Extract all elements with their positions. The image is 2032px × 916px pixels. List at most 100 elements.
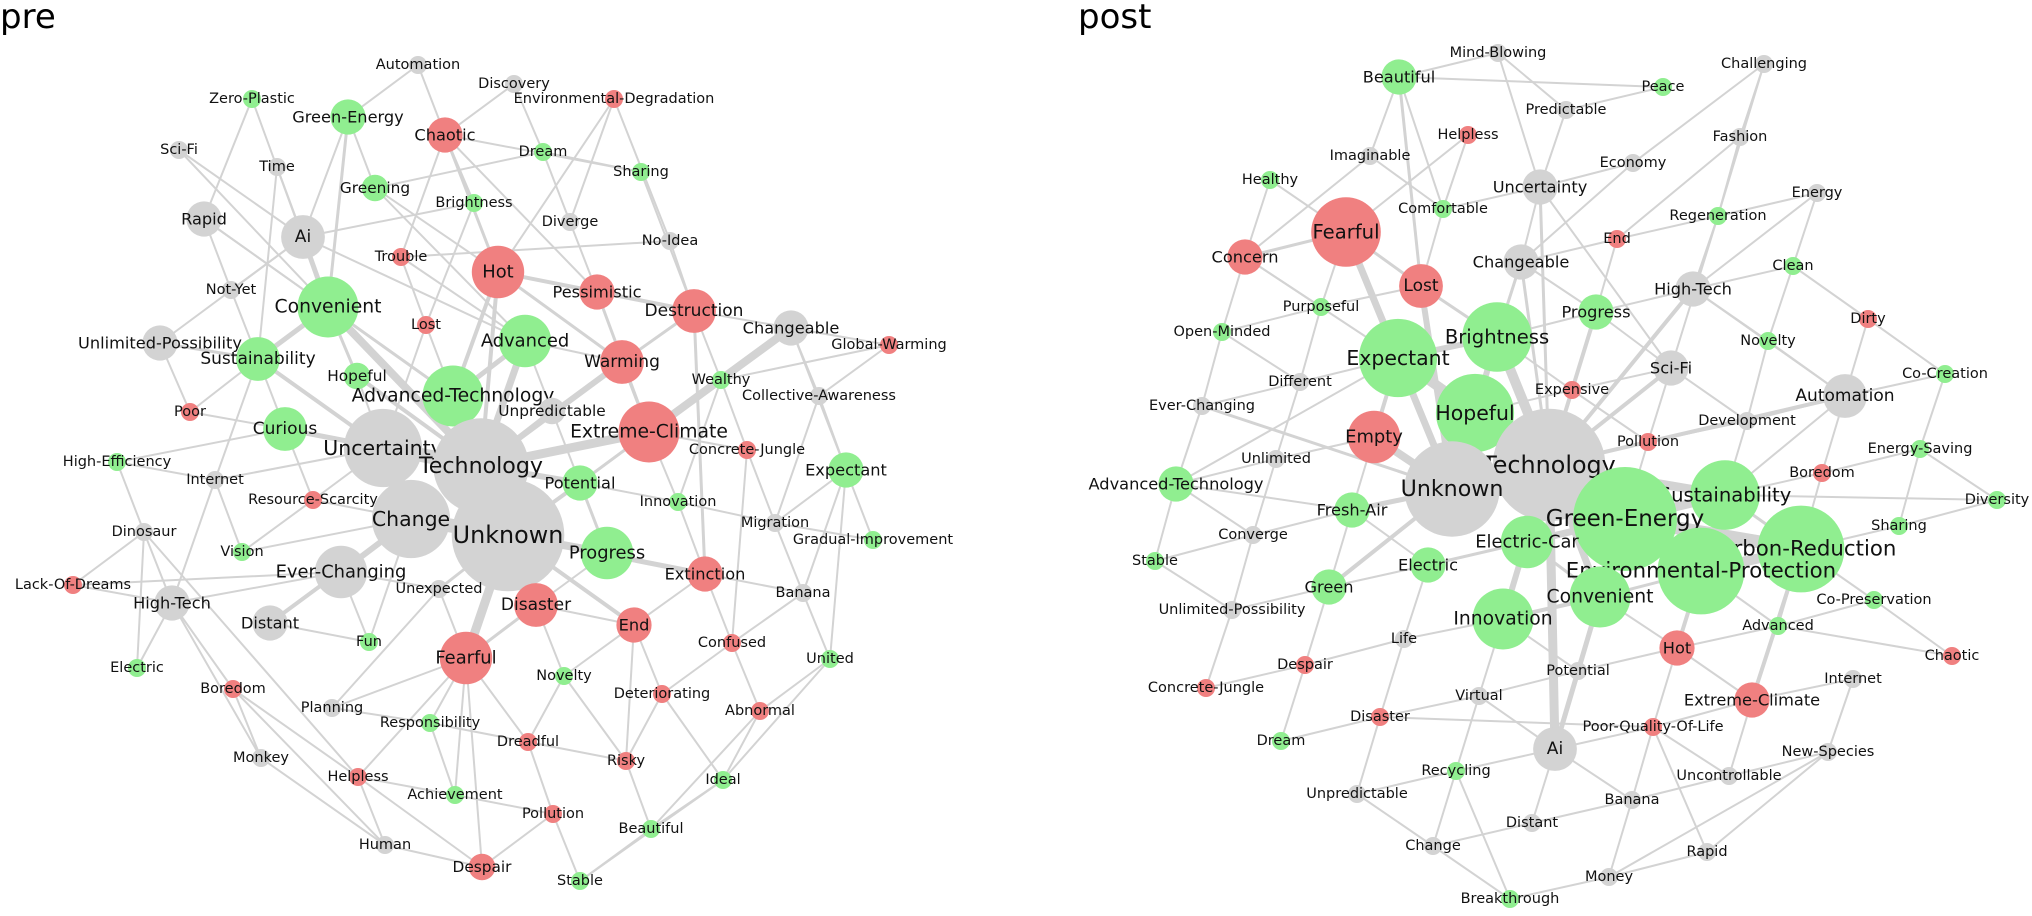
post-node-energy: Energy <box>1792 184 1843 202</box>
pre-node-circle-unexpected <box>430 580 448 598</box>
pre-node-monkey: Monkey <box>233 749 289 767</box>
pre-edge-deteriorating-risky <box>625 693 663 762</box>
post-node-circle-regeneration <box>1709 207 1727 225</box>
pre-node-global-warming: Global-Warming <box>831 336 947 354</box>
pre-node-circle-distant <box>252 605 288 641</box>
pre-node-circle-monkey <box>252 749 270 767</box>
pre-node-circle-poor <box>181 403 199 421</box>
pre-node-circle-novelty <box>555 667 573 685</box>
pre-node-circle-internet <box>206 471 224 489</box>
post-node-circle-hopeful <box>1435 373 1515 453</box>
pre-edge-chaotic-pessimistic <box>444 134 598 293</box>
pre-node-label-ever-changing: Ever-Changing <box>276 562 407 583</box>
post-node-label-electric: Electric <box>1398 556 1458 575</box>
post-edge-stable-unlimited-possibility <box>1154 560 1233 611</box>
post-edge-energy-saving-diversity <box>1919 448 1998 501</box>
post-node-hot: Hot <box>1659 630 1695 666</box>
pre-node-circle-brightness <box>465 194 483 212</box>
panel-title-pre: pre <box>0 0 56 37</box>
pre-node-label-environmental-degradation: Environmental-Degradation <box>514 91 715 107</box>
pre-node-circle-dream <box>534 143 552 161</box>
pre-edge-ever-changing-high-tech <box>171 571 342 604</box>
post-node-circle-peace <box>1654 78 1672 96</box>
pre-node-label-helpless: Helpless <box>327 769 388 785</box>
pre-node-circle-time <box>268 158 286 176</box>
pre-node-helpless: Helpless <box>327 768 389 786</box>
post-node-circle-energy-saving <box>1911 440 1929 458</box>
pre-edge-abnormal-beautiful <box>650 710 761 830</box>
post-node-circle-end <box>1608 230 1626 248</box>
post-node-circle-expensive <box>1563 381 1581 399</box>
pre-node-circle-chaotic <box>427 117 463 153</box>
post-edge-distant-change <box>1432 822 1533 847</box>
post-node-virtual: Virtual <box>1455 687 1503 705</box>
pre-node-circle-environmental-degradation <box>605 90 623 108</box>
pre-node-label-no-idea: No-Idea <box>642 233 699 249</box>
post-node-label-challenging: Challenging <box>1721 56 1807 72</box>
pre-node-progress: Progress <box>569 526 645 580</box>
pre-edge-expectant-united <box>829 469 847 660</box>
pre-node-circle-vision <box>233 543 251 561</box>
pre-node-resource-scarcity: Resource-Scarcity <box>248 491 378 509</box>
pre-node-banana: Banana <box>776 584 830 602</box>
post-node-circle-pollution <box>1639 433 1657 451</box>
post-node-circle-chaotic <box>1943 647 1961 665</box>
pre-node-label-fearful: Fearful <box>435 648 496 669</box>
post-node-label-fresh-air: Fresh-Air <box>1317 501 1388 520</box>
post-node-electric: Electric <box>1398 547 1458 583</box>
post-edge-imaginable-comfortable <box>1369 155 1444 210</box>
post-node-economy: Economy <box>1600 154 1667 172</box>
post-node-comfortable: Comfortable <box>1398 200 1488 218</box>
post-node-circle-poor-quality-of-life <box>1644 718 1662 736</box>
post-node-circle-co-preservation <box>1865 591 1883 609</box>
pre-node-label-innovation: Innovation <box>640 494 717 510</box>
post-node-circle-distant <box>1523 814 1541 832</box>
post-node-label-unknown: Unknown <box>1401 476 1504 502</box>
post-node-label-uncontrollable: Uncontrollable <box>1676 768 1781 784</box>
pre-node-circle-risky <box>617 752 635 770</box>
post-node-label-banana: Banana <box>1605 792 1660 808</box>
pre-node-label-vision: Vision <box>220 544 263 560</box>
pre-node-circle-convenient <box>297 276 359 338</box>
pre-node-label-planning: Planning <box>301 700 363 716</box>
post-node-label-lost: Lost <box>1403 276 1438 296</box>
pre-node-circle-diverge <box>561 213 579 231</box>
pre-node-circle-ai <box>281 215 325 259</box>
post-node-circle-mind-blowing <box>1489 44 1507 62</box>
pre-node-pessimistic: Pessimistic <box>553 274 641 310</box>
pre-node-circle-migration <box>766 514 784 532</box>
pre-node-label-discovery: Discovery <box>478 76 550 92</box>
pre-node-circle-green-energy <box>330 99 366 135</box>
pre-edge-dreadful-pollution <box>527 741 554 815</box>
pre-node-label-trouble: Trouble <box>374 249 428 265</box>
pre-node-label-warming: Warming <box>584 352 660 372</box>
pre-node-label-deteriorating: Deteriorating <box>614 686 711 702</box>
pre-node-circle-dreadful <box>519 733 537 751</box>
post-edge-advanced-technology-fresh-air <box>1175 483 1353 511</box>
post-node-chaotic: Chaotic <box>1925 647 1979 665</box>
post-node-circle-fearful <box>1311 197 1381 267</box>
pre-node-label-extreme-climate: Extreme-Climate <box>570 422 728 443</box>
pre-edge-high-tech-monkey <box>171 602 262 759</box>
pre-node-label-gradual-improvement: Gradual-Improvement <box>793 532 953 548</box>
pre-node-circle-achievement <box>446 786 464 804</box>
post-node-label-open-minded: Open-Minded <box>1173 324 1270 340</box>
post-node-healthy: Healthy <box>1242 171 1299 189</box>
pre-node-concrete-jungle: Concrete-Jungle <box>689 441 805 459</box>
pre-node-label-poor: Poor <box>174 404 206 420</box>
pre-node-label-greening: Greening <box>340 179 410 197</box>
pre-node-circle-united <box>821 650 839 668</box>
pre-edge-wealthy-concrete-jungle <box>720 379 748 451</box>
post-node-electric-car: Electric-Car <box>1475 515 1579 569</box>
pre-node-uncertainty: Uncertainty <box>323 408 443 488</box>
post-node-circle-technology <box>1492 408 1606 522</box>
post-node-potential: Potential <box>1546 662 1610 680</box>
post-node-ai: Ai <box>1533 727 1577 771</box>
post-edge-banana-money <box>1608 799 1633 878</box>
post-node-circle-development <box>1738 412 1756 430</box>
post-node-circle-different <box>1291 373 1309 391</box>
pre-edge-fearful-helpless <box>357 657 467 778</box>
pre-node-circle-ever-changing <box>314 545 368 599</box>
post-node-circle-despair <box>1296 656 1314 674</box>
pre-node-circle-banana <box>794 584 812 602</box>
